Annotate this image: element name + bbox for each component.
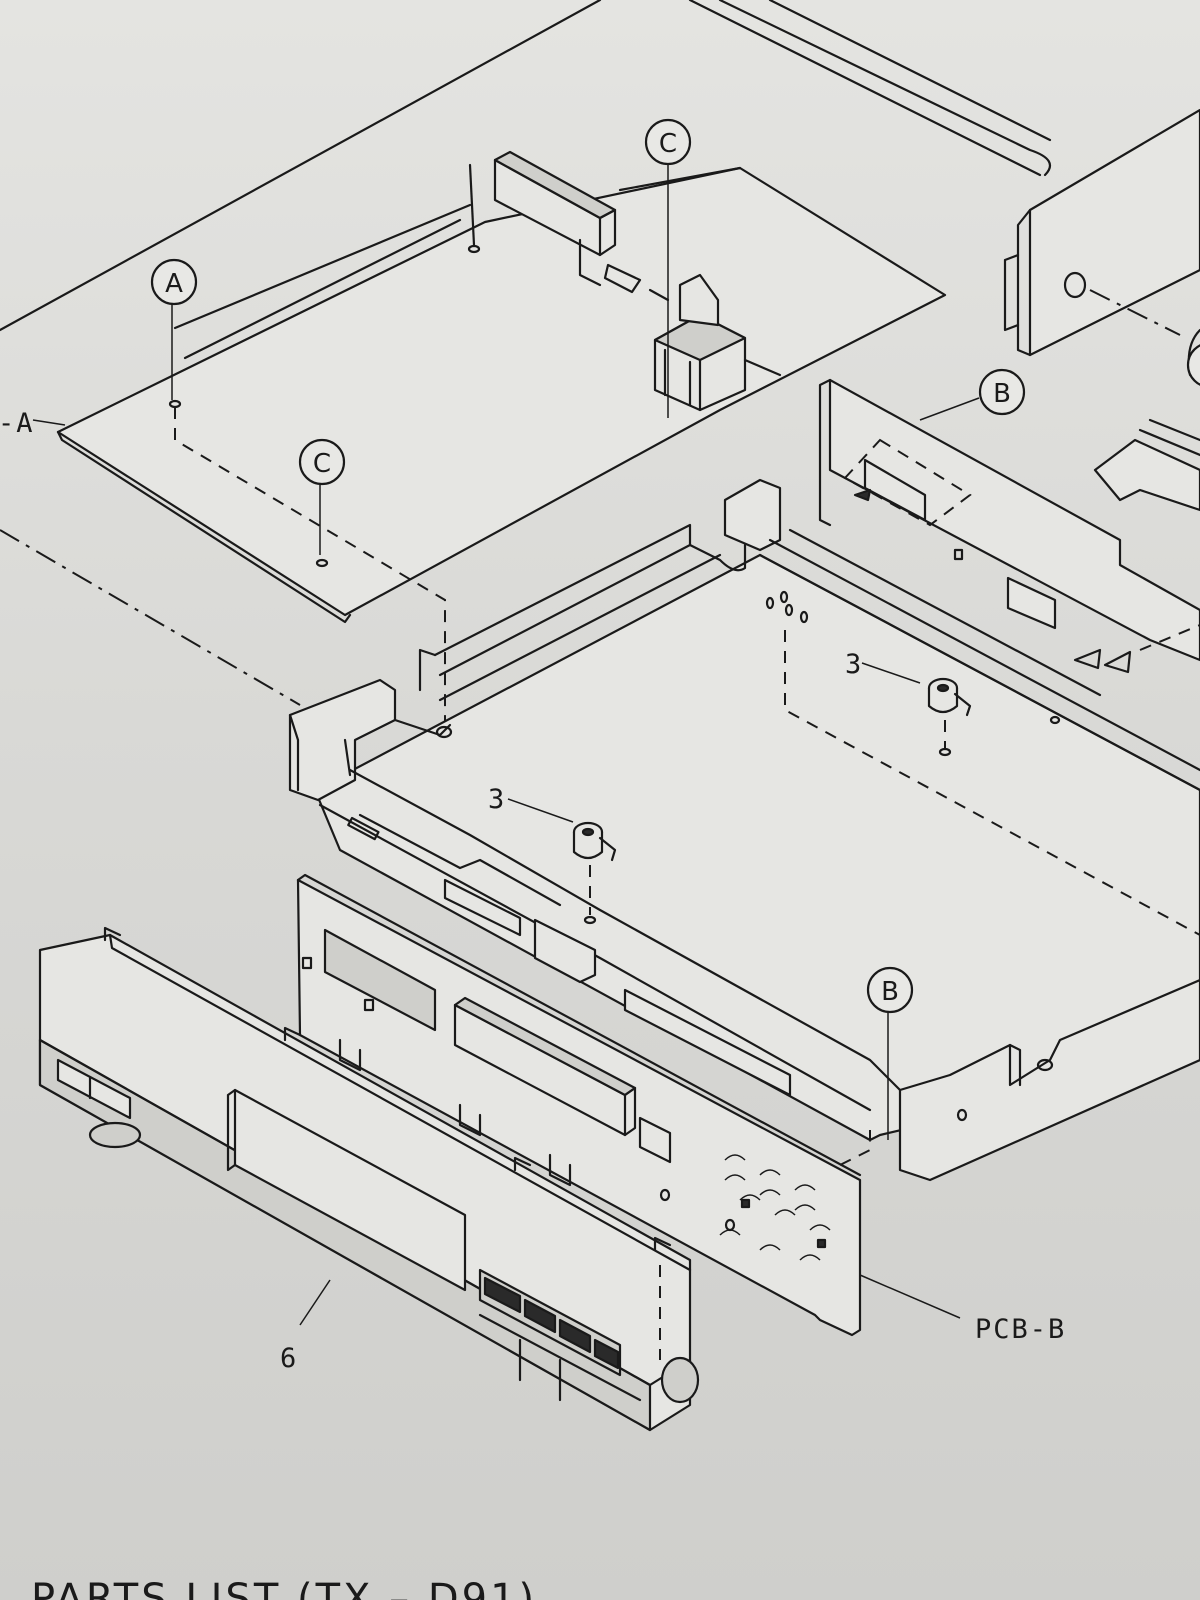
- label-part-6: 6: [280, 1343, 298, 1374]
- callout-a-top: A: [150, 258, 198, 306]
- callout-c-mid: C: [298, 438, 346, 486]
- pcb-a-connector: [493, 150, 670, 302]
- parts-list-heading: L PARTS LIST (TX – D91): [0, 1576, 537, 1600]
- main-chassis: [288, 478, 1200, 1182]
- label-part-3-left: 3: [488, 784, 506, 815]
- right-side-pcb: [818, 378, 1200, 674]
- svg-text:A: A: [165, 269, 183, 299]
- top-cover-outline: [0, 0, 1052, 706]
- label-pcb-a-partial: -A: [0, 408, 35, 439]
- front-panel: [38, 926, 700, 1432]
- rear-panel: [1003, 108, 1200, 382]
- pcb-b-board: [296, 873, 871, 1337]
- leader-lines: [32, 160, 980, 1326]
- svg-text:B: B: [881, 977, 899, 1007]
- pcb-a-transformer: [653, 273, 782, 412]
- callout-b-right: B: [978, 368, 1026, 416]
- label-part-3-right: 3: [845, 649, 863, 680]
- callout-b-bottom: B: [866, 966, 914, 1014]
- part-3-left-spacer: [572, 821, 617, 862]
- callout-partial-right: [1186, 344, 1200, 386]
- pcb-a-board: [56, 163, 947, 725]
- svg-text:C: C: [313, 449, 331, 479]
- svg-text:C: C: [659, 129, 677, 159]
- pcb-b-switch-matrix: [719, 1154, 831, 1261]
- label-pcb-b: PCB-B: [975, 1314, 1066, 1345]
- svg-text:B: B: [993, 379, 1011, 409]
- callout-c-top: C: [644, 118, 692, 166]
- part-3-right-spacer: [927, 677, 972, 717]
